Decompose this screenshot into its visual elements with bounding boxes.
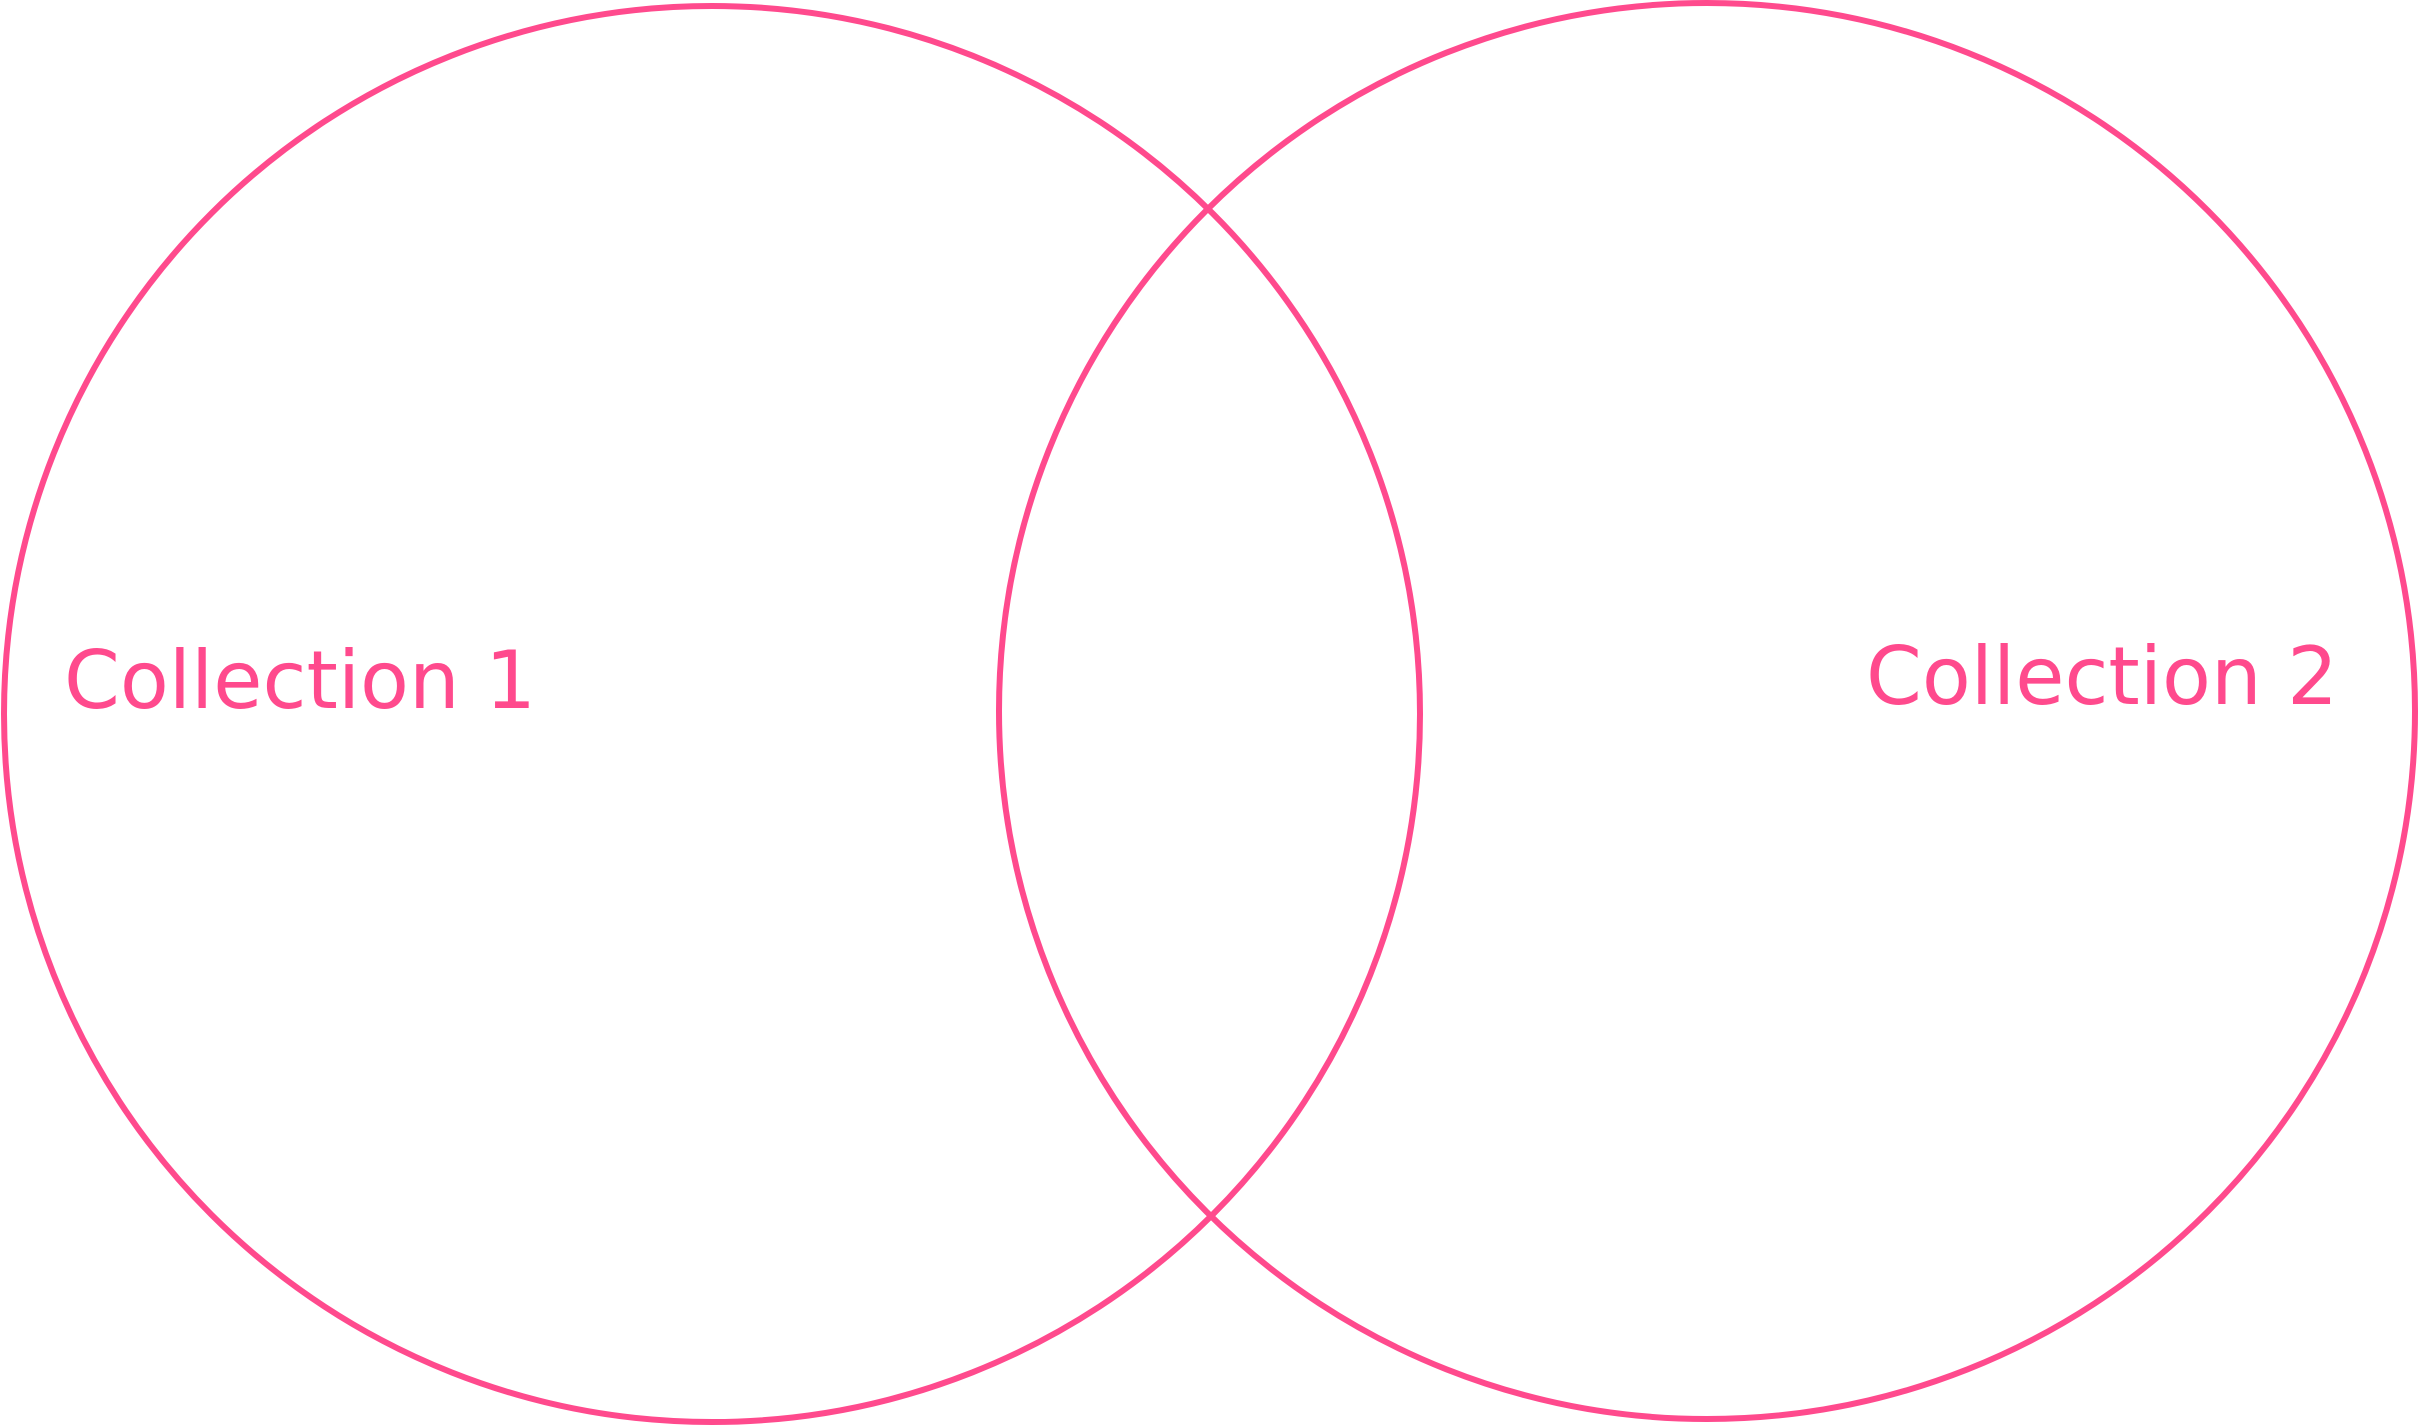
collection-2-circle [996, 0, 2418, 1422]
collection-2-label: Collection 2 [1866, 630, 2338, 723]
collection-1-label: Collection 1 [64, 634, 536, 727]
collection-1-circle [1, 3, 1423, 1425]
